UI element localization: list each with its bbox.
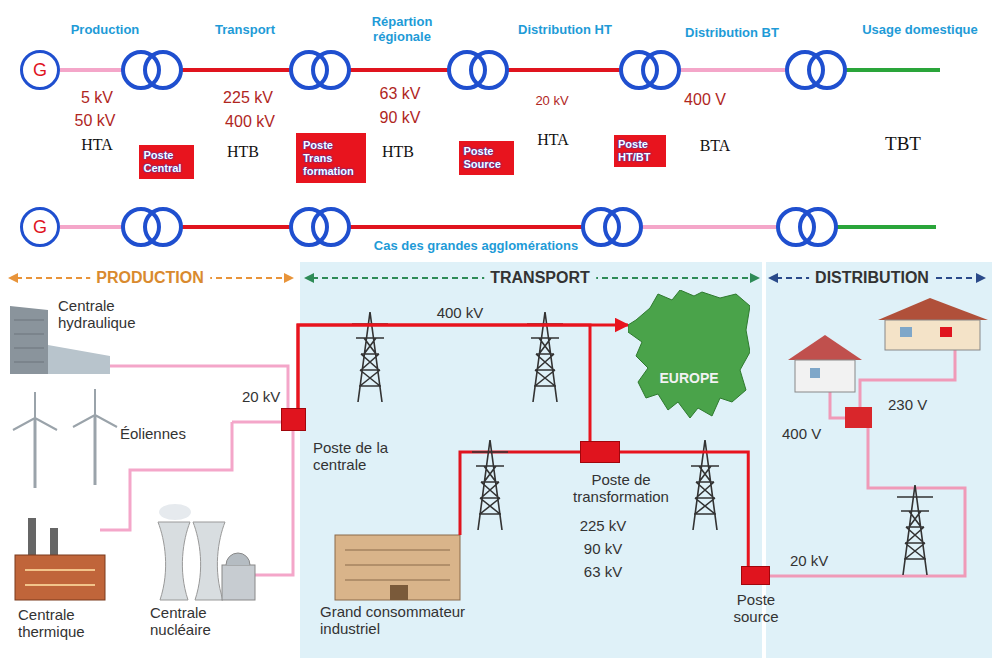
label: Centrale hydraulique xyxy=(58,297,168,331)
power-line xyxy=(298,325,590,441)
production-wires xyxy=(100,366,293,575)
label: 400 kV xyxy=(225,113,275,131)
label: 230 V xyxy=(888,396,927,413)
label: 90 kV xyxy=(584,540,622,557)
europe-map: EUROPE xyxy=(628,290,750,420)
map-shape xyxy=(628,290,750,418)
label: Usage domestique xyxy=(862,22,978,37)
transport-wires xyxy=(460,452,580,535)
houses xyxy=(788,298,988,392)
label: TRANSPORT xyxy=(484,269,596,287)
node-text: Poste de transformation xyxy=(566,471,676,505)
label: HTB xyxy=(227,143,259,161)
label: Transport xyxy=(215,22,275,37)
label: Grand consommateur industriel xyxy=(320,603,490,637)
chain-line-1 xyxy=(60,52,940,88)
label: Centrale thermique xyxy=(18,606,128,640)
line-label: 400 kV xyxy=(435,304,486,321)
node-text: G xyxy=(33,217,47,237)
label: Éoliennes xyxy=(120,425,186,442)
label: Production xyxy=(71,22,140,37)
label: 20 kV xyxy=(242,388,280,405)
nuclear-plant xyxy=(158,504,255,600)
label: Distribution BT xyxy=(685,25,779,40)
label: PRODUCTION xyxy=(90,269,210,287)
label: Centrale nucléaire xyxy=(150,604,260,638)
label: 20 kV xyxy=(535,93,568,108)
distribution-box xyxy=(845,407,872,428)
label: 225 kV xyxy=(580,517,627,534)
label: 225 kV xyxy=(223,89,273,107)
node-text: EUROPE xyxy=(659,370,718,386)
substation-square: Poste de transformation xyxy=(580,441,620,463)
generator-circle: G xyxy=(20,207,60,247)
label: HTA xyxy=(537,131,569,149)
node-text: Poste source xyxy=(726,591,786,625)
power-line xyxy=(298,325,628,408)
label: 400 V xyxy=(782,425,821,442)
map-outline xyxy=(628,290,750,420)
label: 5 kV xyxy=(81,89,113,107)
node-text: G xyxy=(33,60,47,80)
node-text: Poste Trans formation xyxy=(303,139,359,178)
label: 90 kV xyxy=(380,109,421,127)
substation-box: Poste Source xyxy=(459,141,514,175)
power-line xyxy=(620,452,748,566)
generator-circle: G xyxy=(20,50,60,90)
label: TBT xyxy=(885,133,921,154)
label: 50 kV xyxy=(75,112,116,130)
node-text: Poste HT/BT xyxy=(618,138,662,164)
node-text: Poste de la centrale xyxy=(313,439,413,473)
panels xyxy=(300,262,992,658)
substation-box: Poste Trans formation xyxy=(296,133,366,183)
substation-box: Poste HT/BT xyxy=(614,135,666,167)
substation-square: Poste source xyxy=(741,566,770,585)
label: Répartion régionale xyxy=(362,14,442,44)
label: 63 kV xyxy=(380,85,421,103)
node-text: Poste Central xyxy=(144,149,190,175)
node-text: Poste Source xyxy=(464,145,510,171)
substation-box: Poste Central xyxy=(139,145,194,179)
label: 63 kV xyxy=(584,563,622,580)
label: Distribution HT xyxy=(518,22,612,37)
distribution-wires xyxy=(770,350,965,576)
thermal-plant xyxy=(15,518,105,600)
label: HTB xyxy=(382,143,414,161)
wind-turbines xyxy=(13,389,117,488)
label: DISTRIBUTION xyxy=(809,269,935,287)
label: Cas des grandes agglomérations xyxy=(374,238,578,253)
industrial-building xyxy=(335,535,460,600)
label: BTA xyxy=(700,137,731,155)
label: 400 V xyxy=(684,91,726,109)
label: 20 kV xyxy=(790,552,828,569)
label: HTA xyxy=(81,136,113,154)
substation-square: Poste de la centrale xyxy=(281,408,306,431)
